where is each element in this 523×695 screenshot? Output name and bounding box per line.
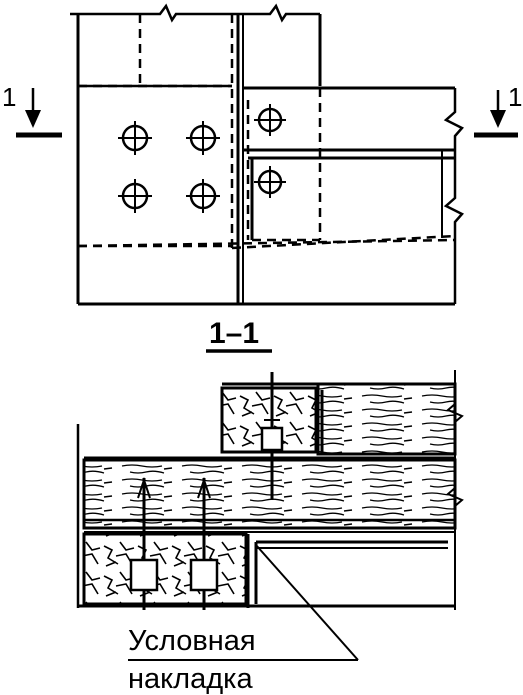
- callout-line-2: накладка: [128, 663, 253, 695]
- bolt-icon: [118, 121, 152, 155]
- cut-label-left: 1: [2, 82, 16, 112]
- bolt-icon: [254, 104, 286, 136]
- anchor-bolt-icon: [129, 476, 159, 610]
- anchor-bolt-icon: [189, 476, 219, 610]
- section-cut-left: 1: [2, 82, 62, 138]
- callout-line-1: Условная: [128, 625, 256, 657]
- bolt-icon: [118, 179, 152, 213]
- upper-timber-beam: [316, 382, 457, 456]
- bolt-icon: [186, 179, 220, 213]
- section-view: [76, 370, 464, 610]
- section-cut-right: 1: [474, 82, 522, 138]
- cut-label-right: 1: [508, 82, 522, 112]
- bolt-icon: [186, 121, 220, 155]
- plan-view: [70, 3, 465, 306]
- main-timber-beam: [82, 458, 457, 530]
- callout-leader: [255, 544, 359, 661]
- vertical-bolt-icon: [260, 372, 284, 500]
- lower-masonry-block: [82, 532, 248, 606]
- section-title: 1–1: [209, 317, 259, 350]
- bolt-icon: [254, 166, 286, 198]
